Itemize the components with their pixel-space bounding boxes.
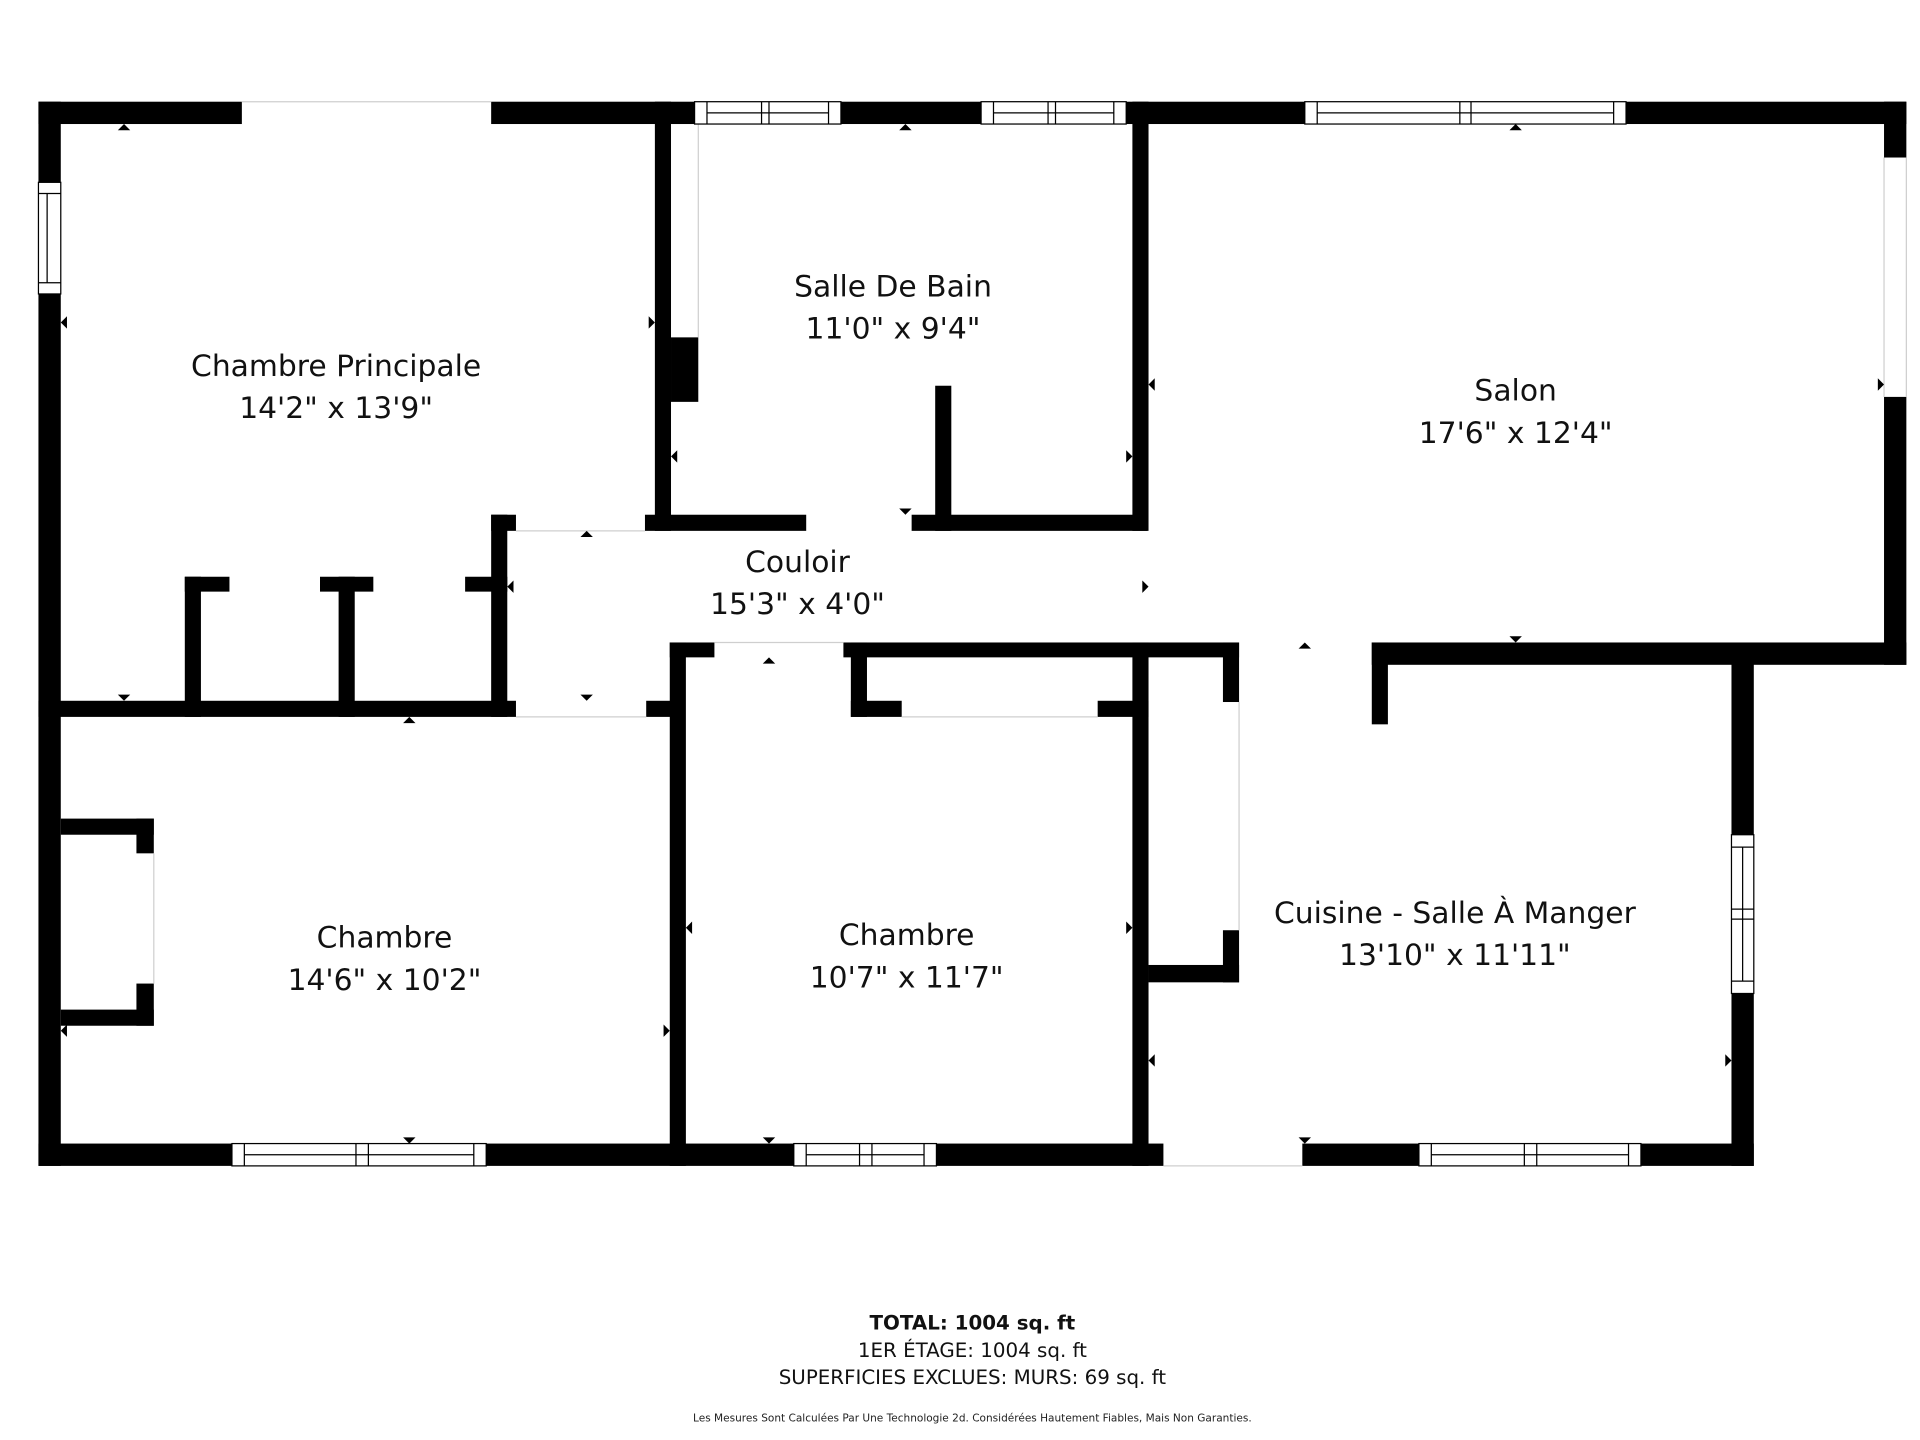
room-cuisine: Cuisine - Salle À Manger 13'10" x 11'11" (1274, 895, 1637, 973)
room-dimensions: 15'3" x 4'0" (710, 587, 885, 622)
room-name: Chambre (839, 918, 975, 953)
room-dimensions: 11'0" x 9'4" (806, 312, 981, 347)
walls (38, 101, 1907, 1167)
room-chambre-1: Chambre 14'6" x 10'2" (288, 921, 482, 998)
total-area: TOTAL: 1004 sq. ft (869, 1312, 1075, 1335)
measurement-markers (60, 124, 1885, 1144)
room-dimensions: 17'6" x 12'4" (1419, 416, 1613, 451)
room-name: Couloir (745, 545, 851, 580)
floor-area: 1ER ÉTAGE: 1004 sq. ft (858, 1339, 1087, 1362)
room-dimensions: 14'2" x 13'9" (239, 391, 433, 426)
room-dimensions: 14'6" x 10'2" (288, 963, 482, 998)
area-summary: TOTAL: 1004 sq. ft 1ER ÉTAGE: 1004 sq. f… (693, 1312, 1252, 1425)
room-name: Chambre (317, 921, 453, 956)
room-name: Salon (1474, 374, 1556, 409)
room-name: Salle De Bain (794, 269, 992, 304)
disclaimer: Les Mesures Sont Calculées Par Une Techn… (693, 1412, 1252, 1424)
room-name: Chambre Principale (191, 349, 481, 384)
room-dimensions: 13'10" x 11'11" (1339, 938, 1571, 973)
room-dimensions: 10'7" x 11'7" (810, 960, 1004, 995)
room-chambre-principale: Chambre Principale 14'2" x 13'9" (191, 349, 481, 426)
room-salon: Salon 17'6" x 12'4" (1419, 374, 1613, 451)
room-couloir: Couloir 15'3" x 4'0" (710, 545, 885, 622)
room-salle-de-bain: Salle De Bain 11'0" x 9'4" (794, 269, 992, 346)
excluded-area: SUPERFICIES EXCLUES: MURS: 69 sq. ft (779, 1366, 1167, 1389)
windows (37, 101, 1755, 1167)
room-name: Cuisine - Salle À Manger (1274, 895, 1637, 931)
room-chambre-2: Chambre 10'7" x 11'7" (810, 918, 1004, 995)
